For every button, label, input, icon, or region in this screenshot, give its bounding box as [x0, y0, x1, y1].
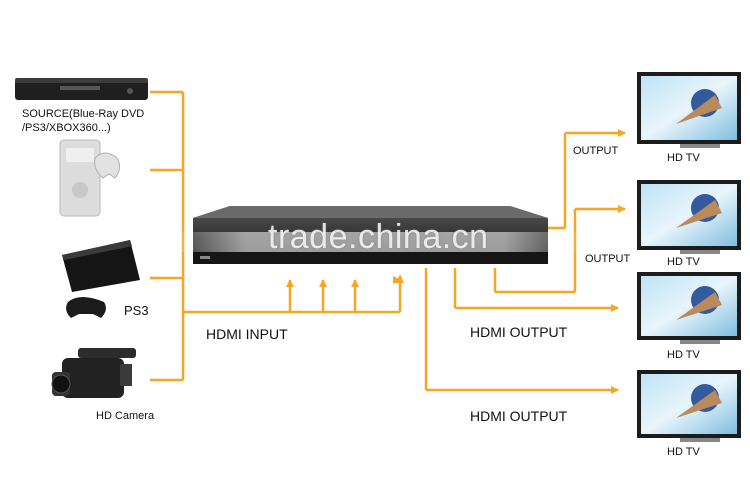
hdmi-output-label-2: HDMI OUTPUT — [470, 408, 568, 424]
camera-label: HD Camera — [96, 410, 155, 422]
bluray-source-label: SOURCE(Blue-Ray DVD /PS3/XBOX360...) — [22, 108, 145, 134]
tv-label-3: HD TV — [667, 349, 700, 361]
tv-label-1: HD TV — [667, 152, 700, 164]
tv-2 — [637, 180, 741, 254]
hdmi-output-label-1: HDMI OUTPUT — [470, 324, 568, 340]
tv-4 — [637, 370, 741, 442]
tv-label-4: HD TV — [667, 446, 700, 458]
hdmi-input-label: HDMI INPUT — [206, 326, 288, 342]
arrow-up-icon — [396, 274, 404, 283]
ps3-console — [62, 240, 140, 318]
ps3-label: PS3 — [124, 303, 149, 318]
hd-camera — [51, 348, 136, 398]
xbox-console — [59, 139, 121, 217]
bluray-player — [15, 78, 148, 100]
tv-label-2: HD TV — [667, 256, 700, 268]
watermark-text: trade.china.cn — [268, 218, 489, 256]
tv-3 — [637, 272, 741, 344]
output-label-top: OUTPUT — [573, 145, 619, 157]
tv-1 — [637, 72, 741, 148]
watermark-band — [160, 232, 590, 252]
output-label-mid: OUTPUT — [585, 253, 631, 265]
